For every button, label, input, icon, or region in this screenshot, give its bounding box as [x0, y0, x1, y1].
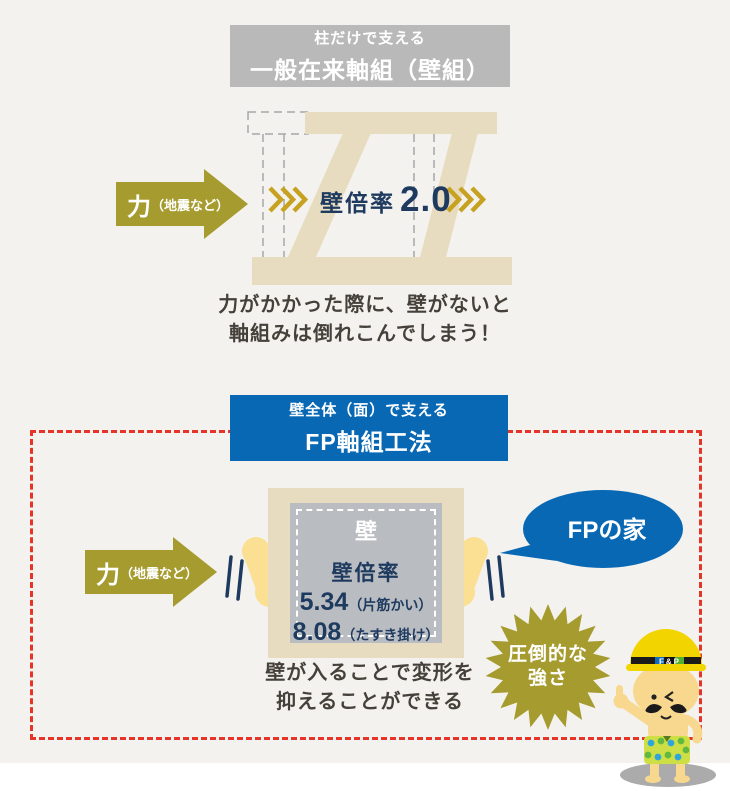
header-title: 一般在来軸組（壁組） [250, 57, 490, 83]
mascot-face [633, 664, 699, 718]
chevron-right-icon [446, 186, 487, 213]
tilted-post-right [420, 133, 478, 257]
chevron-right-icon [268, 186, 309, 213]
wall-ratio-top: 壁倍率 2.0 [320, 180, 452, 220]
caption-line: 軸組みは倒れこんでしまう！ [229, 323, 501, 345]
conventional-frame-header: 柱だけで支える 一般在来軸組（壁組） [230, 25, 510, 87]
fp-wall-frame: 壁 壁倍率 5.34（片筋かい） 8.08（たすき掛け） [268, 488, 464, 658]
wall-label: 壁 [354, 519, 377, 544]
starburst-icon [485, 604, 611, 730]
arrow-right-icon [85, 537, 217, 607]
bubble-label: FPの家 [568, 516, 647, 544]
force-subtext: （地震など） [120, 565, 199, 581]
tilted-frame-diagram [247, 111, 512, 285]
wall-ratio-line: 8.08（たすき掛け） [293, 618, 440, 647]
force-text: 力 [96, 561, 120, 589]
bottom-beam [252, 257, 512, 285]
starburst-line: 圧倒的な [507, 644, 588, 666]
force-arrow-label: 力（地震など） [96, 537, 198, 607]
mascot-thumb [616, 685, 623, 699]
mascot-hardhat [630, 629, 702, 665]
header-subtitle: 壁全体（面）で支える [289, 402, 449, 419]
arrow-right-icon [116, 169, 248, 239]
original-beam-dashed-outline [247, 111, 309, 135]
force-arrow-label: 力（地震など） [127, 169, 229, 239]
mascot-thumbs-up-arm [619, 698, 655, 726]
frame-beam-top [268, 488, 464, 503]
impact-lines-icon [486, 559, 494, 601]
caption-line: 壁が入ることで変形を [265, 662, 475, 684]
wall-ratio-value: 2.0 [400, 180, 452, 219]
header-title: FP軸組工法 [305, 429, 433, 455]
frame-post-left [268, 492, 292, 654]
top-caption: 力がかかった際に、壁がないと 軸組みは倒れこんでしまう！ [115, 291, 615, 349]
ratio-value: 8.08 [292, 618, 342, 646]
force-subtext: （地震など） [151, 197, 230, 213]
impact-lines-icon [225, 555, 233, 598]
fp-frame-header: 壁全体（面）で支える FP軸組工法 [230, 395, 508, 461]
mascot-mustache [670, 703, 687, 714]
top-beam [305, 112, 497, 134]
starburst-text: 圧倒的な 強さ [485, 604, 611, 730]
frame-post-right [440, 492, 464, 654]
wall-panel: 壁 壁倍率 5.34（片筋かい） 8.08（たすき掛け） [290, 503, 442, 646]
tilted-post-left [288, 133, 371, 257]
frame-beam-bottom [268, 643, 464, 658]
wall-ratio-label: 壁倍率 [320, 190, 395, 216]
impact-lines-icon [236, 559, 244, 601]
wink-eye [663, 691, 674, 702]
ratio-note: （たすき掛け） [341, 627, 440, 643]
force-arrow: 力（地震など） [85, 537, 217, 607]
wall-ratio-label: 壁倍率 [331, 562, 401, 585]
impact-lines-icon [497, 555, 505, 598]
bottom-white-strip [0, 763, 730, 791]
fp-house-speech-bubble: FPの家 [500, 490, 683, 568]
ratio-note: （片筋かい） [348, 597, 433, 613]
mascot-arm-on-hip [681, 714, 703, 744]
force-text: 力 [127, 193, 151, 221]
strength-starburst: 圧倒的な 強さ [485, 604, 611, 730]
caption-line: 力がかかった際に、壁がないと [218, 294, 512, 316]
wall-panel-inner: 壁 壁倍率 5.34（片筋かい） 8.08（たすき掛け） [293, 509, 439, 646]
mascot-mustache [645, 703, 662, 714]
force-arrow: 力（地震など） [116, 169, 248, 239]
mascot-shadow [620, 763, 716, 787]
ratio-value: 5.34 [299, 588, 349, 616]
wall-ratio-line: 5.34（片筋かい） [300, 588, 433, 617]
hardhat-letters: F&P [659, 658, 681, 667]
bottom-caption: 壁が入ることで変形を 抑えることができる [170, 659, 570, 717]
starburst-line: 強さ [527, 668, 568, 689]
caption-line: 抑えることができる [276, 691, 464, 713]
fp-mascot: F&P [613, 629, 716, 787]
header-subtitle: 柱だけで支える [314, 30, 426, 47]
